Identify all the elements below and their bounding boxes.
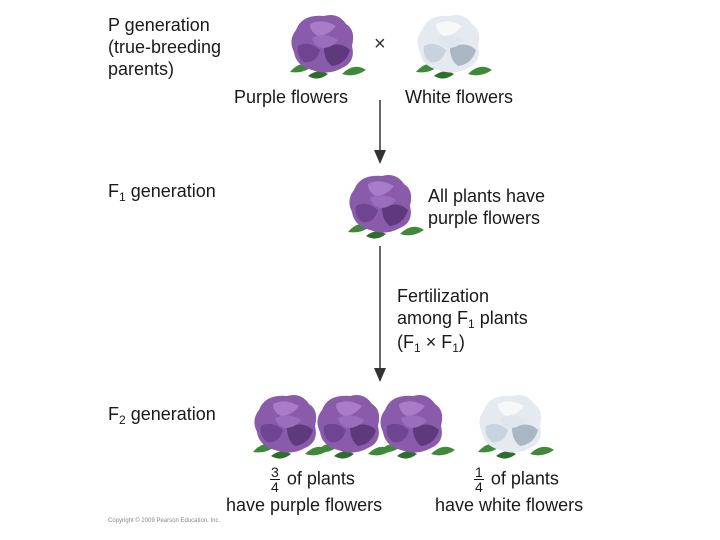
p-generation-line3: parents) [108,59,175,79]
fertilization-line3: (F1 × F1) [397,331,528,355]
fertilization-line2: among F1 plants [397,307,528,331]
fert-line3-sub1: 1 [414,341,421,355]
white-flower-p [416,15,492,79]
white-ratio-text1: of plants [490,468,559,489]
fert-line3-a: (F [397,332,414,352]
arrow-f1-to-f2 [374,246,386,382]
purple-ratio-line2: have purple flowers [226,495,383,515]
purple-flower-p [290,15,366,79]
f1-label-subscript: 1 [119,190,126,204]
purple-frac-den: 4 [271,479,279,495]
f1-result-line2: purple flowers [428,208,541,228]
fert-line3-sub2: 1 [452,341,459,355]
white-flower-f2 [478,395,554,459]
f2-generation-label: F2 generation [108,403,216,427]
f1-result-text: All plants have purple flowers [428,185,545,229]
f2-label-letter: F [108,404,119,424]
p-generation-label: P generation (true-breeding parents) [108,14,221,80]
copyright-notice: Copyright © 2009 Pearson Education, Inc. [108,518,221,524]
white-flowers-label: White flowers [405,87,514,107]
fert-line3-b: ) [458,332,465,352]
cross-symbol: × [374,33,386,55]
fertilization-line1: Fertilization [397,286,490,306]
purple-flowers-label: Purple flowers [234,87,349,107]
p-generation-line2: (true-breeding [108,37,222,57]
purple-frac-num: 3 [270,464,280,480]
f1-generation-label: F1 generation [108,180,216,204]
f1-result-line1: All plants have [428,186,546,206]
white-frac-num: 1 [474,464,484,480]
f1-label-letter: F [108,181,119,201]
purple-flower-f2-3 [379,395,455,459]
purple-ratio-text1: of plants [286,468,355,489]
white-ratio-line2: have white flowers [435,495,584,515]
fert-line2-a: among F [397,308,469,328]
f2-label-subscript: 2 [119,413,126,427]
purple-flower-f1 [348,175,424,239]
fert-line2-sub: 1 [468,317,475,331]
f2-label-rest: generation [125,404,216,424]
fert-line2-b: plants [474,308,528,328]
p-generation-line1: P generation [108,15,210,35]
arrow-p-to-f1 [374,100,386,164]
fert-line3-mid: × F [420,332,453,352]
f1-label-rest: generation [125,181,216,201]
white-frac-den: 4 [475,479,483,495]
fertilization-text: Fertilization among F1 plants (F1 × F1) [397,285,528,355]
